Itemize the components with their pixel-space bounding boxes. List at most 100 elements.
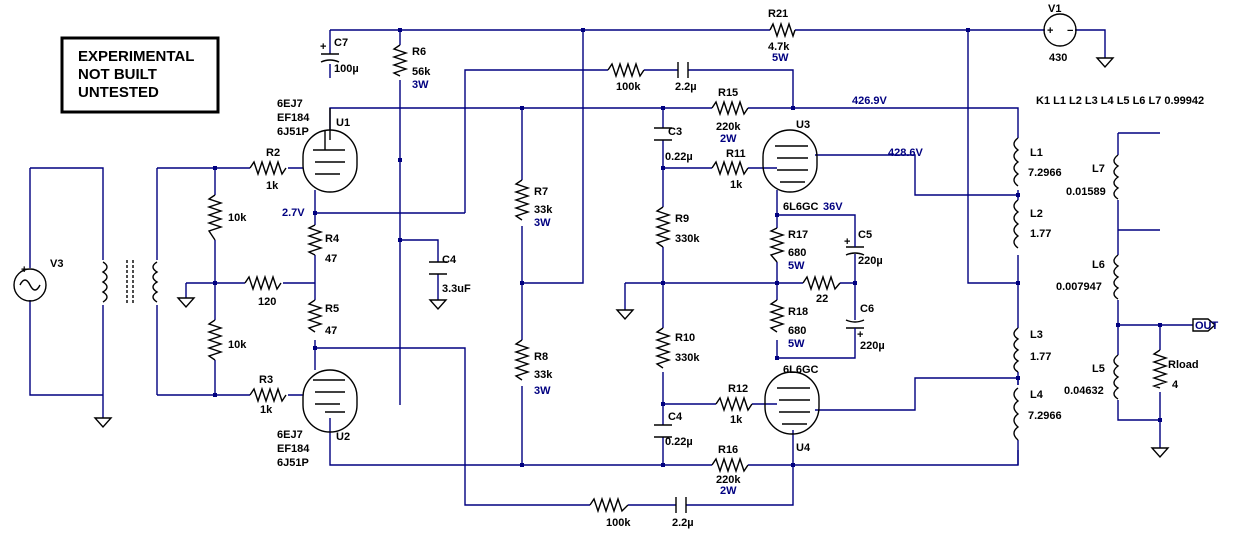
- r12-body: [715, 395, 753, 413]
- svg-text:47: 47: [325, 325, 337, 337]
- svg-text:R18: R18: [788, 306, 808, 318]
- tube-u3[interactable]: [762, 129, 818, 193]
- svg-text:1k: 1k: [730, 414, 743, 426]
- c3-body: [654, 127, 672, 141]
- svg-text:6J51P: 6J51P: [277, 457, 309, 469]
- inductors[interactable]: [1013, 137, 1120, 441]
- svg-text:1k: 1k: [260, 404, 273, 416]
- junction-nodes: [213, 28, 1162, 467]
- svg-text:C5: C5: [858, 229, 872, 241]
- svg-text:R5: R5: [325, 303, 339, 315]
- svg-text:R12: R12: [728, 383, 748, 395]
- l1-body: [1013, 137, 1020, 187]
- svg-text:120: 120: [258, 296, 276, 308]
- svg-text:C6: C6: [860, 303, 874, 315]
- svg-text:L2: L2: [1030, 208, 1043, 220]
- svg-text:10k: 10k: [228, 339, 247, 351]
- svg-text:330k: 330k: [675, 233, 700, 245]
- svg-text:100k: 100k: [616, 81, 641, 93]
- l2-body: [1013, 199, 1020, 249]
- r18-body: [768, 299, 786, 333]
- labels: K1 L1 L2 L3 L4 L5 L6 L7 0.99942 6EJ7 EF1…: [228, 3, 1204, 529]
- cfb-bot-body: [675, 497, 687, 513]
- svg-text:EF184: EF184: [277, 443, 310, 455]
- rfb-top-body: [607, 61, 645, 79]
- svg-text:7.2966: 7.2966: [1028, 410, 1062, 422]
- svg-text:6L6GC: 6L6GC: [783, 201, 819, 213]
- svg-text:33k: 33k: [534, 204, 553, 216]
- output-port[interactable]: OUT: [1192, 318, 1219, 332]
- svg-text:L6: L6: [1092, 259, 1105, 271]
- capacitors[interactable]: + + +: [320, 41, 865, 513]
- svg-text:+: +: [320, 41, 326, 53]
- r2-body: [249, 159, 287, 177]
- l6-body: [1113, 254, 1120, 300]
- svg-text:220µ: 220µ: [858, 255, 883, 267]
- svg-text:R9: R9: [675, 213, 689, 225]
- svg-text:1.77: 1.77: [1030, 351, 1051, 363]
- svg-text:4.7k: 4.7k: [768, 41, 790, 53]
- svg-text:2W: 2W: [720, 133, 737, 145]
- svg-text:Rload: Rload: [1168, 359, 1199, 371]
- svg-text:430: 430: [1049, 52, 1067, 64]
- warning-line-3: UNTESTED: [78, 84, 159, 101]
- r10k-bot-body: [206, 319, 224, 361]
- l7-body: [1113, 154, 1120, 200]
- warning-line-2: NOT BUILT: [78, 66, 157, 83]
- svg-text:220k: 220k: [716, 121, 741, 133]
- svg-text:36V: 36V: [823, 201, 843, 213]
- svg-text:56k: 56k: [412, 66, 431, 78]
- v3-ac-source[interactable]: V3 +: [13, 258, 63, 302]
- svg-text:6EJ7: 6EJ7: [277, 98, 303, 110]
- resistors[interactable]: [206, 21, 1169, 514]
- svg-text:L5: L5: [1092, 363, 1105, 375]
- svg-text:U2: U2: [336, 431, 350, 443]
- svg-text:L1: L1: [1030, 147, 1043, 159]
- r5-body: [306, 299, 324, 333]
- svg-text:L3: L3: [1030, 329, 1043, 341]
- v1-dc-source[interactable]: + −: [1043, 13, 1077, 47]
- svg-text:C7: C7: [334, 37, 348, 49]
- svg-text:0.22µ: 0.22µ: [665, 151, 693, 163]
- c4a-body: [429, 261, 447, 275]
- svg-text:5W: 5W: [772, 52, 789, 64]
- r4-body: [306, 224, 324, 256]
- svg-text:+: +: [21, 264, 27, 276]
- svg-text:1.77: 1.77: [1030, 228, 1051, 240]
- svg-text:R4: R4: [325, 233, 340, 245]
- svg-text:6J51P: 6J51P: [277, 126, 309, 138]
- r7-body: [513, 179, 531, 221]
- svg-text:6EJ7: 6EJ7: [277, 429, 303, 441]
- tube-u4[interactable]: [764, 371, 820, 435]
- rfb-bot-body: [589, 496, 629, 514]
- svg-text:100k: 100k: [606, 517, 631, 529]
- c7-body: [320, 53, 340, 63]
- svg-text:+: +: [1047, 25, 1053, 37]
- l5-body: [1113, 354, 1120, 400]
- svg-text:4: 4: [1172, 379, 1179, 391]
- svg-text:U4: U4: [796, 442, 811, 454]
- svg-text:2.2µ: 2.2µ: [675, 81, 697, 93]
- l3-body: [1013, 327, 1020, 373]
- svg-text:2W: 2W: [720, 485, 737, 497]
- svg-text:U3: U3: [796, 119, 810, 131]
- r11-body: [711, 159, 749, 177]
- svg-text:428.6V: 428.6V: [888, 147, 924, 159]
- svg-text:R6: R6: [412, 46, 426, 58]
- svg-text:+: +: [844, 236, 850, 248]
- svg-text:R2: R2: [266, 147, 280, 159]
- svg-text:R17: R17: [788, 229, 808, 241]
- svg-text:R11: R11: [726, 148, 746, 160]
- svg-text:L7: L7: [1092, 163, 1105, 175]
- svg-text:100µ: 100µ: [334, 63, 359, 75]
- svg-text:1k: 1k: [730, 179, 743, 191]
- c6-body: [845, 319, 865, 329]
- svg-text:EF184: EF184: [277, 112, 310, 124]
- warning-line-1: EXPERIMENTAL: [78, 48, 194, 65]
- tube-u2[interactable]: [302, 369, 358, 433]
- svg-text:220µ: 220µ: [860, 340, 885, 352]
- svg-text:47: 47: [325, 253, 337, 265]
- tube-u1[interactable]: [302, 108, 358, 193]
- input-transformer[interactable]: [101, 260, 159, 305]
